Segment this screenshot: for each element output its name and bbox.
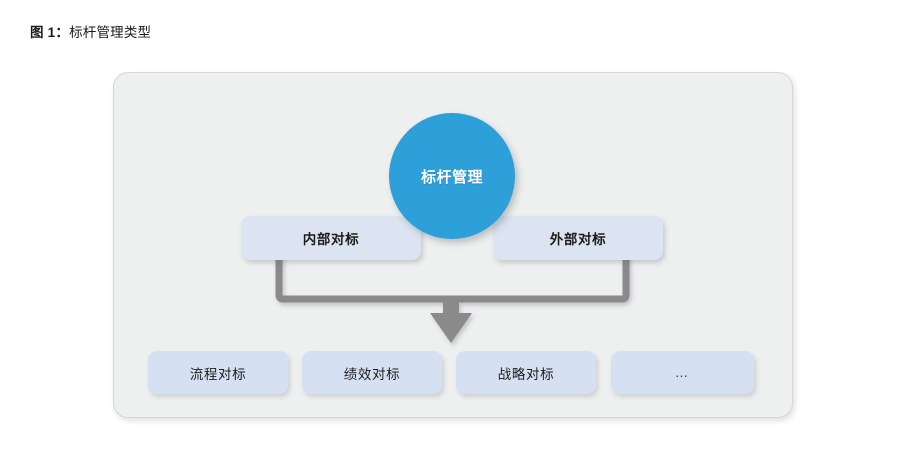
- node-external-benchmark[interactable]: 外部对标: [493, 216, 663, 260]
- diagram-panel: 标杆管理 内部对标 外部对标 流程对标 绩效对标 战略对标 …: [113, 72, 793, 418]
- node-external-benchmark-label: 外部对标: [549, 232, 607, 247]
- node-process-benchmark-label: 流程对标: [189, 366, 247, 382]
- node-strategy-benchmark[interactable]: 战略对标: [456, 351, 596, 394]
- node-strategy-benchmark-label: 战略对标: [497, 366, 555, 382]
- node-process-benchmark[interactable]: 流程对标: [148, 351, 288, 394]
- figure-caption-label: 图 1：: [30, 25, 70, 40]
- figure-caption-text: 标杆管理类型: [69, 25, 152, 40]
- node-internal-benchmark[interactable]: 内部对标: [241, 216, 421, 260]
- node-performance-benchmark[interactable]: 绩效对标: [302, 351, 442, 394]
- node-more-benchmark[interactable]: …: [611, 351, 754, 394]
- node-performance-benchmark-label: 绩效对标: [343, 366, 401, 382]
- node-root-benchmark-management[interactable]: 标杆管理: [389, 113, 515, 239]
- figure-caption: 图 1：标杆管理类型: [30, 21, 151, 41]
- connector-bracket: [275, 254, 630, 343]
- node-root-label: 标杆管理: [420, 168, 483, 186]
- node-internal-benchmark-label: 内部对标: [302, 232, 360, 247]
- node-more-benchmark-label: …: [674, 365, 691, 380]
